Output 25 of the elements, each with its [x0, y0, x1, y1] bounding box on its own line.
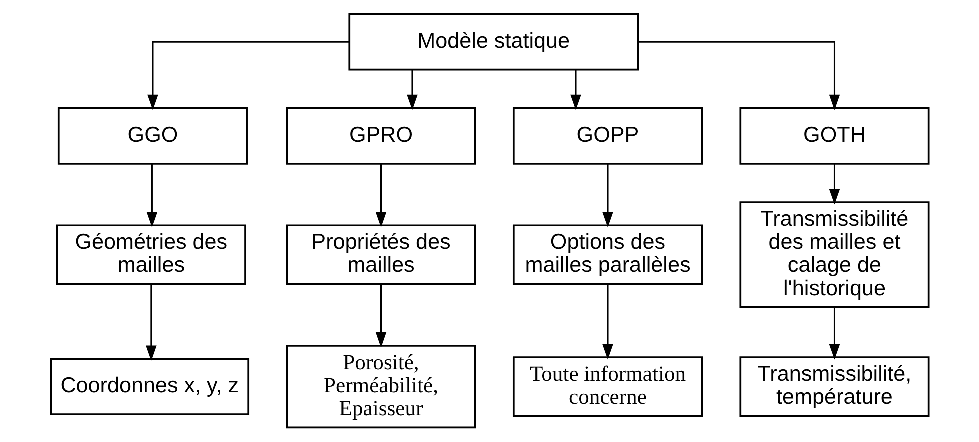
arrow — [638, 41, 840, 110]
node-box: Transmissibilité, température — [739, 356, 930, 418]
arrow — [406, 70, 418, 110]
arrow — [146, 164, 158, 228]
arrow — [602, 164, 613, 228]
node-box: Coordonnes x, y, z — [50, 358, 250, 416]
arrow — [375, 164, 386, 228]
arrow — [828, 164, 840, 205]
node-box: Toute information concerne — [512, 356, 703, 418]
node-box: GOTH — [739, 107, 930, 165]
node-box: GPRO — [286, 107, 476, 165]
arrow — [147, 41, 349, 110]
arrow — [375, 284, 386, 348]
node-box: GGO — [57, 107, 248, 165]
node-box: Porosité, Perméabilité, Epaisseur — [286, 345, 476, 429]
arrow — [570, 70, 581, 110]
node-box: Géométries des mailles — [56, 224, 246, 286]
node-box: GOPP — [512, 107, 703, 165]
node-box: Transmissibilité des mailles et calage de l'historique — [739, 202, 930, 308]
node-box: Options des mailles parallèles — [512, 224, 703, 286]
arrow — [602, 284, 613, 360]
node-box: Modèle statique — [348, 13, 638, 71]
node-box: Propriétés des mailles — [286, 224, 476, 286]
arrow — [146, 284, 156, 362]
arrow — [828, 308, 840, 360]
